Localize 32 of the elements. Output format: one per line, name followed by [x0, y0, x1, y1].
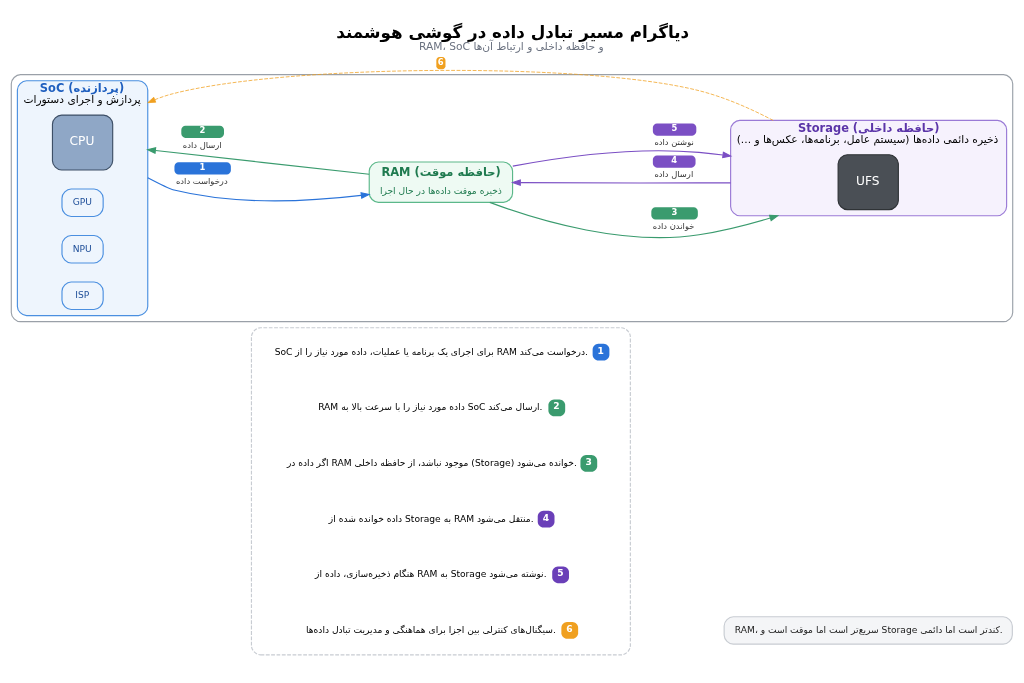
edge-label: ارسال داده — [182, 139, 222, 150]
node-box: RAM، سریع‌تر است اما موقت است و Storage کندتر است اما دائمی. — [723, 616, 1013, 645]
label: 6 — [437, 56, 444, 67]
node-label: داده خوانده شده از Storage به RAM منتقل می‌شود. — [328, 513, 534, 524]
edge-label: خواندن داده — [652, 221, 695, 232]
arrow — [510, 179, 732, 187]
node-box: NPU — [61, 234, 104, 264]
arrow — [146, 147, 370, 175]
label: 4 — [671, 154, 677, 165]
node-box: UFS — [837, 154, 899, 211]
node-box: ISP — [61, 281, 104, 311]
node-box: CPU — [51, 114, 114, 171]
node-label: هنگام ذخیره‌سازی، داده از RAM به Storage نوشته می‌شود. — [315, 569, 547, 580]
node-box: GPU — [61, 188, 104, 218]
arrow — [147, 177, 371, 202]
arrow — [147, 70, 774, 121]
label: 2 — [199, 125, 206, 136]
node-label: سیگنال‌های کنترلی بین اجزا برای هماهنگی و مدیریت تبادل داده‌ها. — [305, 624, 556, 635]
label: 5 — [671, 122, 678, 133]
node-label: RAM داده مورد نیاز را با سرعت بالا به SoC ارسال می‌کند. — [318, 402, 543, 413]
arrow — [512, 150, 733, 167]
label: 1 — [199, 161, 206, 172]
edge-label: ارسال داده — [654, 169, 694, 180]
node-label: اگر داده در RAM موجود نباشد، از حافظه داخلی (Storage) خوانده می‌شود. — [286, 457, 577, 468]
node-label: SoC برای اجرای یک برنامه یا عملیات، داده مورد نیاز را از RAM درخواست می‌کند. — [274, 346, 588, 357]
arrow — [489, 201, 780, 239]
cluster — [10, 74, 1014, 323]
edge-label: نوشتن داده — [654, 137, 694, 148]
cluster — [250, 327, 631, 656]
node-box: RAM (حافظه موقت) ذخیره موقت داده‌ها در حال اجرا — [368, 161, 514, 203]
label: 3 — [671, 206, 678, 217]
edge-label: درخواست داده — [175, 176, 228, 187]
